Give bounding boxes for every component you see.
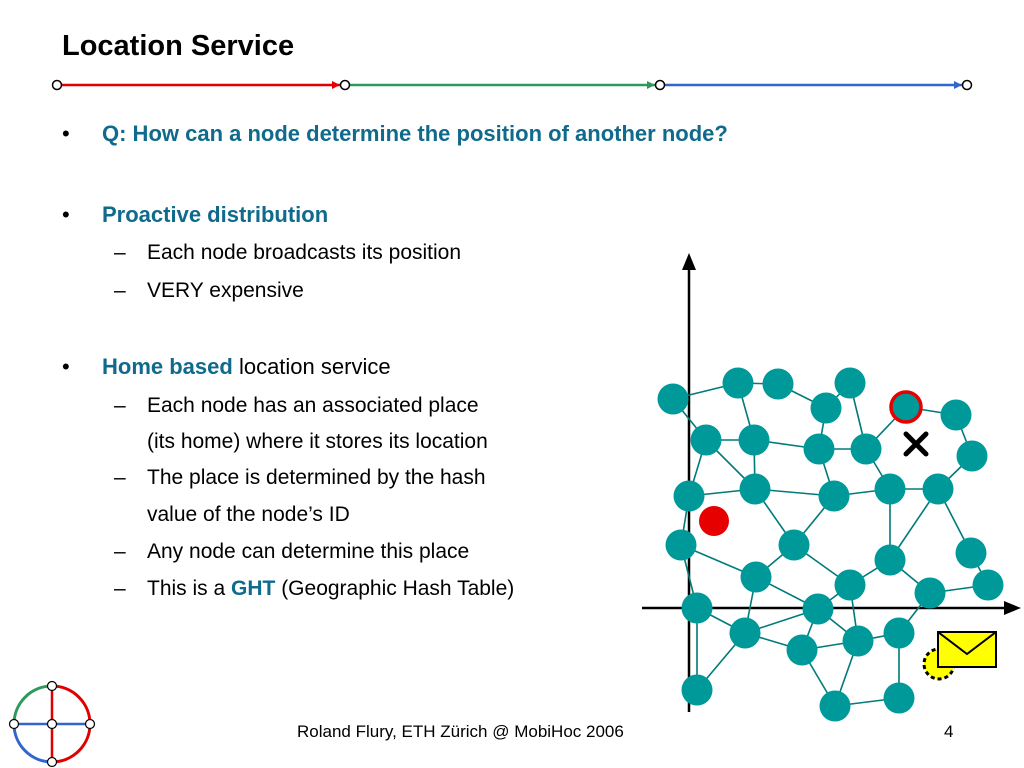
highlighted-node-ring bbox=[889, 390, 923, 424]
graph-node bbox=[681, 674, 713, 706]
graph-node bbox=[914, 577, 946, 609]
graph-node bbox=[738, 424, 770, 456]
graph-node bbox=[922, 473, 954, 505]
graph-node bbox=[874, 544, 906, 576]
graph-node bbox=[722, 367, 754, 399]
logo-icon bbox=[8, 680, 96, 768]
graph-node bbox=[883, 617, 915, 649]
graph-node bbox=[842, 625, 874, 657]
page-number: 4 bbox=[944, 722, 954, 741]
graph-node bbox=[819, 690, 851, 722]
graph-node bbox=[740, 561, 772, 593]
graph-node bbox=[883, 682, 915, 714]
graph-node bbox=[972, 569, 1004, 601]
graph-node bbox=[956, 440, 988, 472]
graph-nodes bbox=[657, 367, 1004, 722]
graph-node bbox=[729, 617, 761, 649]
graph-node bbox=[681, 592, 713, 624]
graph-node bbox=[955, 537, 987, 569]
graph-node bbox=[657, 383, 689, 415]
graph-node bbox=[786, 634, 818, 666]
home-location-marker bbox=[699, 506, 729, 536]
graph-node bbox=[818, 480, 850, 512]
graph-node bbox=[739, 473, 771, 505]
graph-node bbox=[802, 593, 834, 625]
graph-node bbox=[834, 367, 866, 399]
envelope-icon bbox=[937, 631, 997, 668]
graph-node bbox=[673, 480, 705, 512]
graph-node bbox=[850, 433, 882, 465]
graph-node bbox=[778, 529, 810, 561]
graph-node bbox=[874, 473, 906, 505]
x-mark-icon bbox=[903, 431, 929, 457]
graph-node bbox=[803, 433, 835, 465]
graph-node bbox=[665, 529, 697, 561]
footer-author: Roland Flury, ETH Zürich @ MobiHoc 2006 bbox=[297, 722, 624, 741]
graph-node bbox=[762, 368, 794, 400]
slide-title: Location Service bbox=[62, 30, 295, 62]
graph-node bbox=[890, 391, 922, 423]
graph-node bbox=[810, 392, 842, 424]
graph-node bbox=[940, 399, 972, 431]
title-divider bbox=[51, 79, 973, 91]
graph-node bbox=[690, 424, 722, 456]
graph-node bbox=[834, 569, 866, 601]
